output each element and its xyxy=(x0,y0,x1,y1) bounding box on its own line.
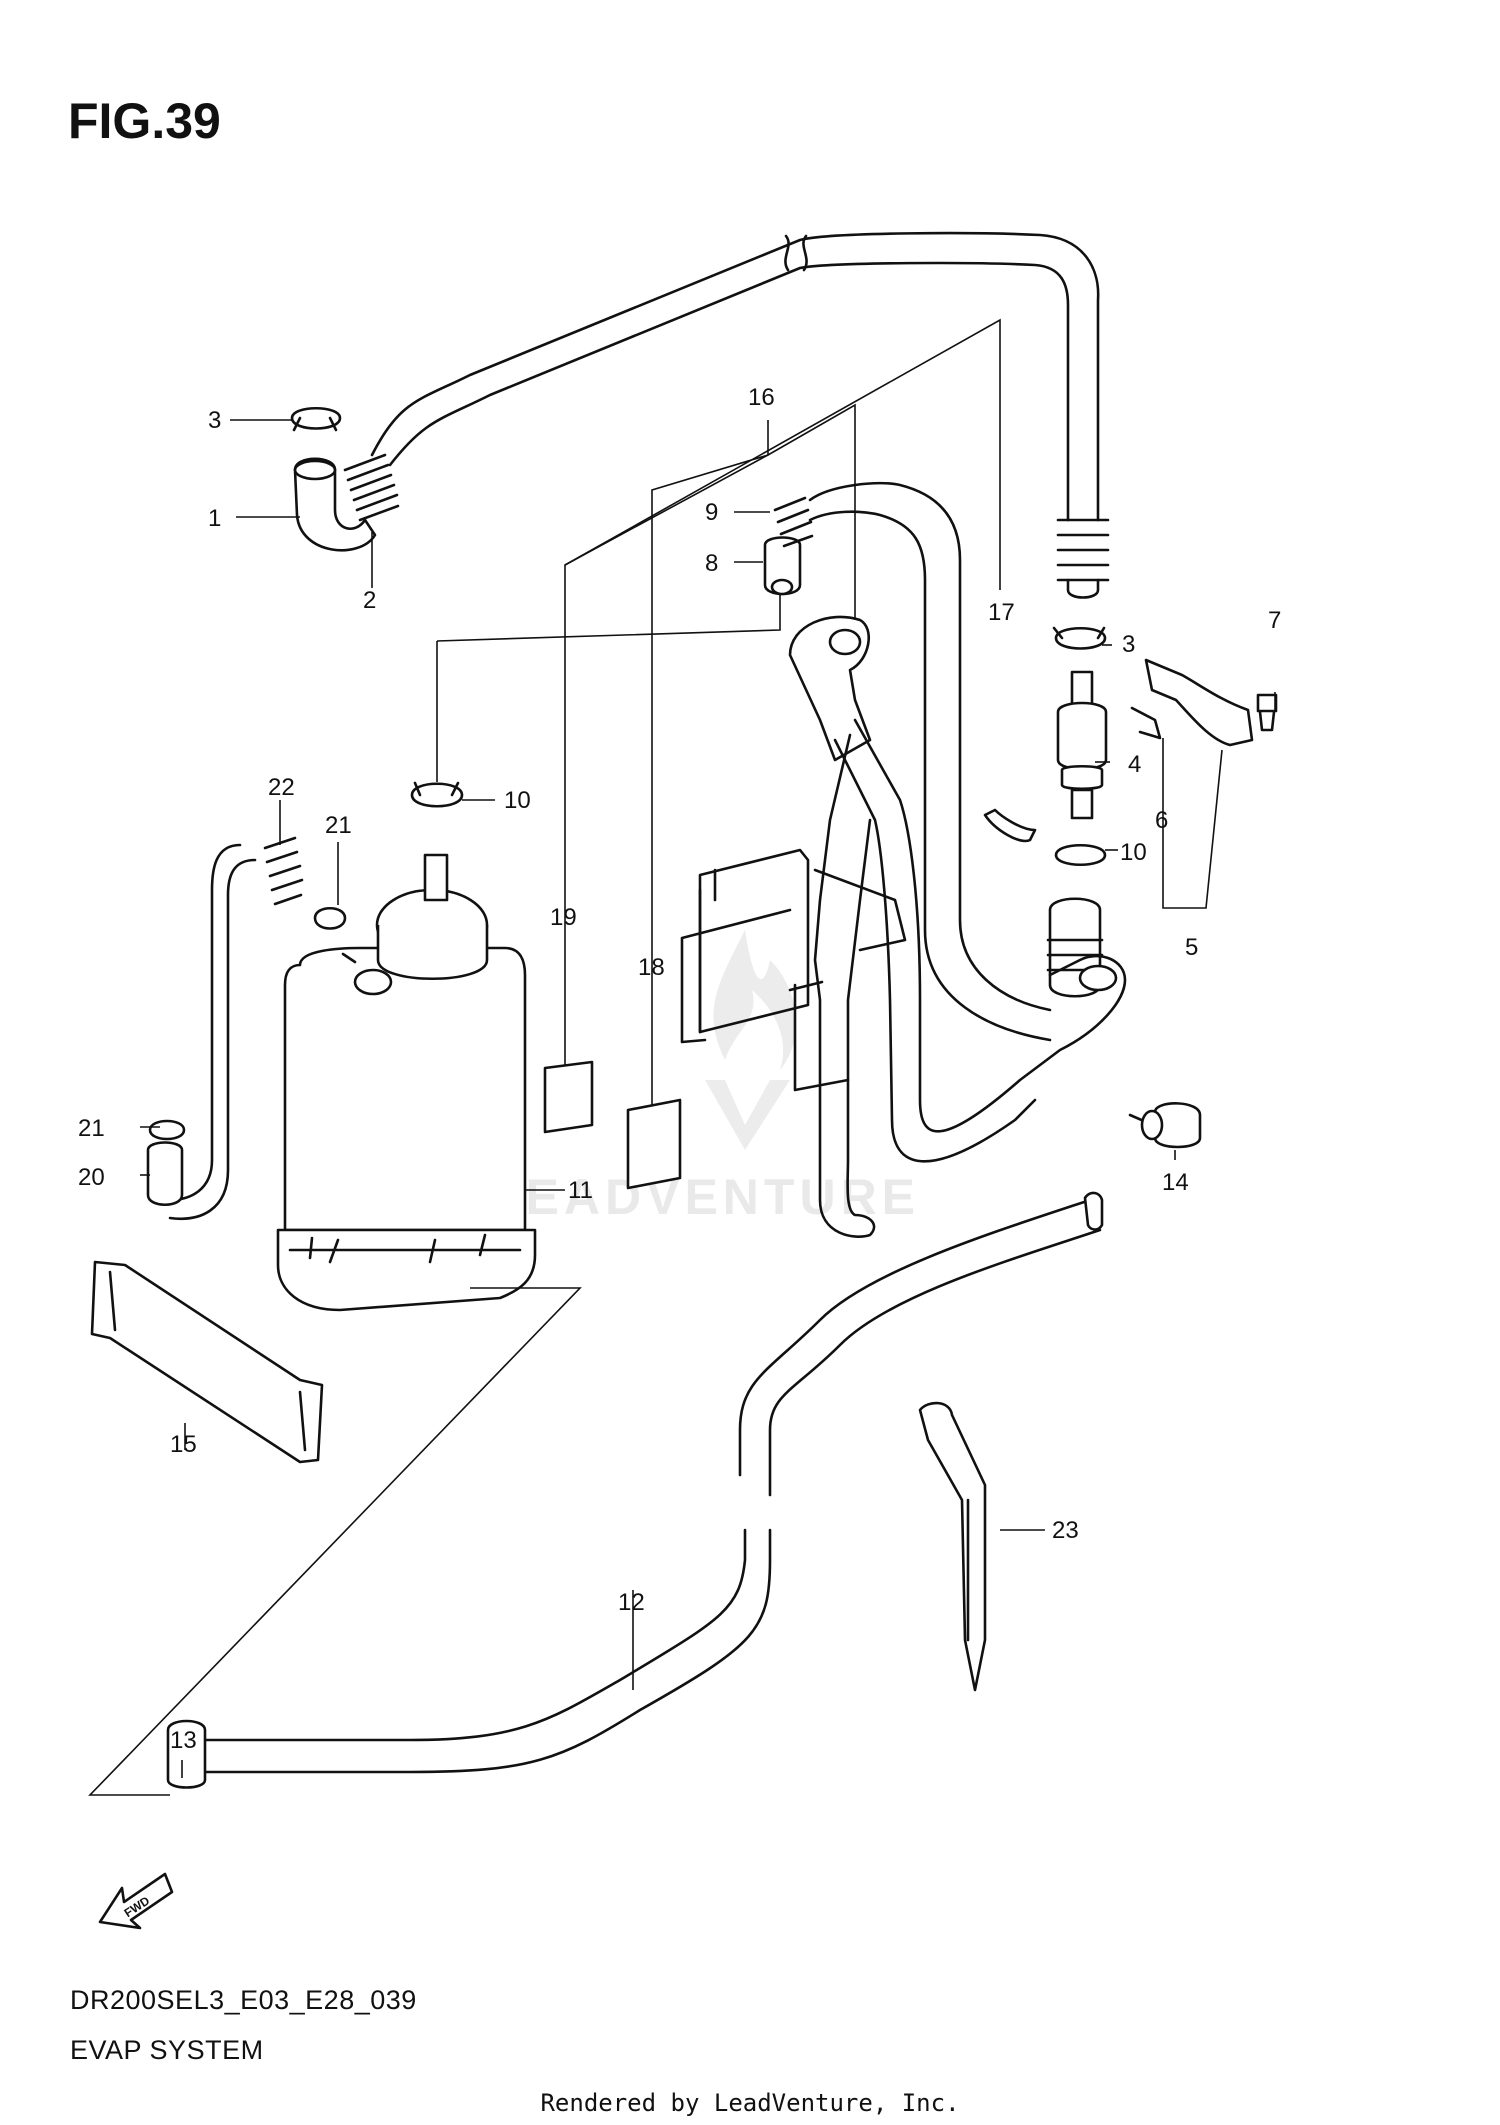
callout-23: 23 xyxy=(1052,1517,1079,1544)
part-1-elbow-hose[interactable] xyxy=(293,457,377,552)
callout-14: 14 xyxy=(1162,1169,1189,1196)
part-10-clamp-right[interactable] xyxy=(1054,844,1107,866)
part-4-check-valve[interactable] xyxy=(1056,670,1108,820)
footer-credit: Rendered by LeadVenture, Inc. xyxy=(540,2089,960,2117)
callout-21-upper: 21 xyxy=(325,812,352,839)
part-20-hose-end[interactable] xyxy=(146,1141,184,1207)
callout-18: 18 xyxy=(638,954,665,981)
callout-3-right: 3 xyxy=(1122,631,1135,658)
callout-16: 16 xyxy=(748,384,775,411)
watermark-logo xyxy=(705,930,797,1150)
callout-17: 17 xyxy=(988,599,1015,626)
callout-numbers: 3 1 2 3 7 4 6 5 10 9 8 16 17 10 22 21 19… xyxy=(78,384,1281,1754)
part-3-clamp-top[interactable] xyxy=(290,407,342,432)
callout-2: 2 xyxy=(363,587,376,614)
callout-6: 6 xyxy=(1155,807,1168,834)
part-8-hose-end[interactable] xyxy=(763,536,802,596)
part-14-bolt[interactable] xyxy=(1128,1102,1202,1149)
callout-4: 4 xyxy=(1128,751,1141,778)
callout-20: 20 xyxy=(78,1164,105,1191)
callout-12: 12 xyxy=(618,1589,645,1616)
part-21-clamp-lower[interactable] xyxy=(148,1119,186,1141)
part-15-canister-strap[interactable] xyxy=(90,1260,324,1464)
part-21-clamp-upper[interactable] xyxy=(313,906,347,930)
part-23-cable-tie[interactable] xyxy=(918,1401,987,1692)
part-19-label-sheet[interactable] xyxy=(543,1060,594,1134)
callout-9: 9 xyxy=(705,499,718,526)
callout-22: 22 xyxy=(268,774,295,801)
section-name: EVAP SYSTEM xyxy=(70,2035,264,2065)
part-7-screw[interactable] xyxy=(1256,693,1278,732)
part-3-clamp-right[interactable] xyxy=(1052,626,1107,650)
part-2-hose-end[interactable] xyxy=(343,453,400,522)
part-6-bracket[interactable] xyxy=(1130,658,1254,747)
callout-19: 19 xyxy=(550,904,577,931)
watermark: LEADVENTURE xyxy=(490,1169,921,1225)
callout-21-lower: 21 xyxy=(78,1115,105,1142)
callout-7: 7 xyxy=(1268,607,1281,634)
callout-11: 11 xyxy=(568,1177,593,1204)
fwd-arrow-icon: FWD xyxy=(98,1872,174,1930)
part-18-label-sheet[interactable] xyxy=(626,1098,682,1190)
callout-5: 5 xyxy=(1185,934,1198,961)
callout-1: 1 xyxy=(208,505,221,532)
model-code: DR200SEL3_E03_E28_039 xyxy=(70,1985,417,2015)
part-13-clamp[interactable] xyxy=(166,1719,207,1789)
callout-10-left: 10 xyxy=(504,787,531,814)
callout-13: 13 xyxy=(170,1727,197,1754)
part-5-bracket-leader xyxy=(1162,738,1223,909)
leader-lines xyxy=(88,318,1276,1796)
part-22-canister-hose[interactable] xyxy=(168,836,304,1220)
part-frame-bracket-assembly[interactable] xyxy=(680,615,1127,1238)
callout-10-right: 10 xyxy=(1120,839,1147,866)
callout-3-top: 3 xyxy=(208,407,221,434)
part-10-clamp-left[interactable] xyxy=(410,781,464,808)
part-11-canister[interactable] xyxy=(276,853,537,1312)
callout-8: 8 xyxy=(705,550,718,577)
callout-15: 15 xyxy=(170,1431,197,1458)
figure-title: FIG.39 xyxy=(68,93,221,149)
part-17-breather-hose[interactable] xyxy=(370,231,1110,843)
part-9-hose-rings[interactable] xyxy=(773,496,814,548)
